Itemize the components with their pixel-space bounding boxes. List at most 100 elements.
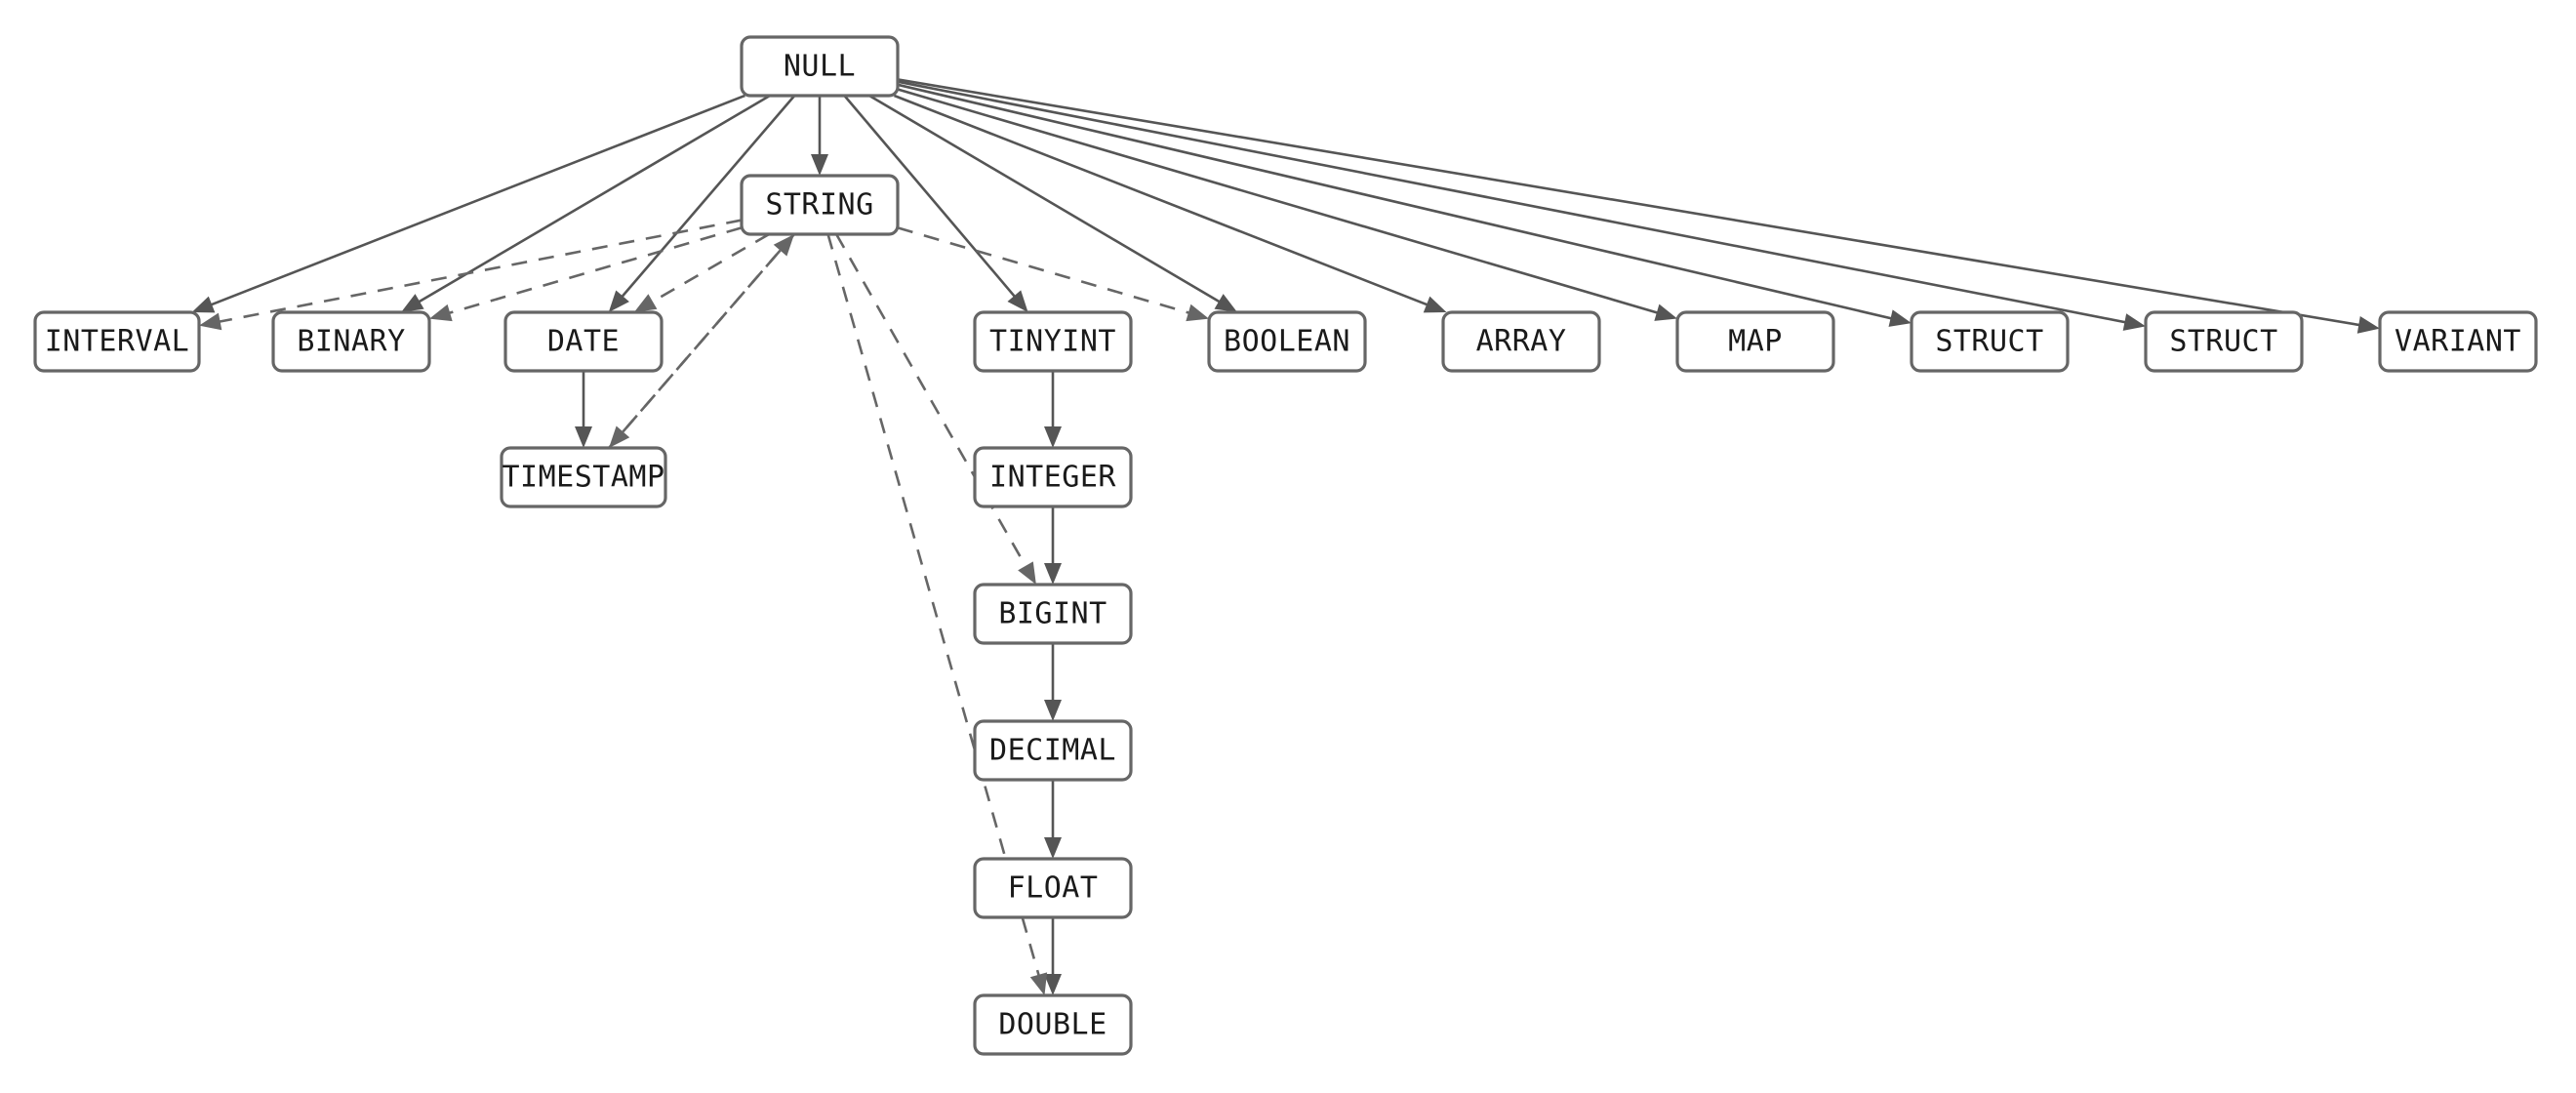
- edge-tinyint-to-integer: [1044, 371, 1062, 448]
- node-box[interactable]: [740, 174, 900, 236]
- node-box[interactable]: [973, 446, 1133, 508]
- node-timestamp[interactable]: TIMESTAMP: [500, 446, 667, 508]
- edge-bigint-to-decimal: [1044, 643, 1062, 721]
- arrowhead: [1044, 837, 1062, 859]
- edge-null-to-interval: [191, 94, 745, 313]
- node-box[interactable]: [973, 719, 1133, 782]
- edge-line: [443, 226, 743, 316]
- arrowhead: [2356, 316, 2380, 334]
- node-map[interactable]: MAP: [1675, 310, 1835, 373]
- node-box[interactable]: [740, 35, 900, 98]
- node-integer[interactable]: INTEGER: [973, 446, 1133, 508]
- arrowhead: [1044, 700, 1062, 721]
- node-box[interactable]: [1675, 310, 1835, 373]
- edge-line: [894, 94, 1433, 308]
- edge-string-to-date: [633, 232, 770, 312]
- node-box[interactable]: [503, 310, 664, 373]
- arrowhead: [401, 294, 424, 312]
- edge-null-to-date: [608, 95, 796, 312]
- node-box[interactable]: [1207, 310, 1367, 373]
- edge-string-to-interval: [199, 219, 743, 331]
- node-box[interactable]: [1910, 310, 2070, 373]
- edge-null-to-map: [897, 88, 1677, 321]
- edge-null-to-struct2: [897, 80, 2146, 331]
- arrowhead: [1214, 294, 1238, 312]
- edge-null-to-binary: [401, 94, 771, 312]
- edge-float-to-double: [1044, 917, 1062, 995]
- edge-line: [897, 226, 1195, 316]
- node-tinyint[interactable]: TINYINT: [973, 310, 1133, 373]
- edge-line: [897, 80, 2131, 325]
- arrowhead: [811, 154, 828, 176]
- node-layer: NULL STRING INTERVAL BINARY DATE TINYINT BOOLE…: [33, 35, 2538, 1056]
- node-boolean[interactable]: BOOLEAN: [1207, 310, 1367, 373]
- arrowhead: [633, 294, 658, 312]
- node-struct2[interactable]: STRUCT: [2144, 310, 2304, 373]
- edge-string-to-bigint: [834, 233, 1036, 585]
- node-box[interactable]: [1441, 310, 1601, 373]
- node-box[interactable]: [973, 583, 1133, 645]
- node-box[interactable]: [973, 310, 1133, 373]
- arrowhead: [429, 304, 453, 322]
- arrowhead: [1186, 304, 1209, 322]
- arrowhead: [1654, 304, 1677, 321]
- node-interval[interactable]: INTERVAL: [33, 310, 201, 373]
- edge-null-to-variant: [897, 78, 2380, 334]
- edge-string-to-double: [826, 233, 1048, 995]
- node-box[interactable]: [973, 993, 1133, 1056]
- edge-line: [206, 94, 745, 308]
- arrowhead: [191, 296, 216, 313]
- node-box[interactable]: [271, 310, 431, 373]
- edge-line: [843, 95, 1020, 302]
- edge-line: [826, 233, 1042, 981]
- arrowhead: [575, 426, 592, 448]
- edge-null-to-string: [811, 96, 828, 176]
- arrowhead: [1007, 290, 1028, 312]
- arrowhead: [1029, 972, 1048, 995]
- edge-line: [868, 94, 1225, 306]
- edge-date-to-timestamp: [575, 371, 592, 448]
- edge-line: [608, 245, 785, 449]
- arrowhead: [1044, 426, 1062, 448]
- edge-line: [897, 83, 1897, 321]
- arrowhead: [773, 234, 794, 257]
- arrowhead: [1423, 296, 1447, 313]
- edge-line: [897, 78, 2365, 328]
- node-double[interactable]: DOUBLE: [973, 993, 1133, 1056]
- node-array[interactable]: ARRAY: [1441, 310, 1601, 373]
- edge-line: [897, 88, 1664, 316]
- node-decimal[interactable]: DECIMAL: [973, 719, 1133, 782]
- node-box[interactable]: [2144, 310, 2304, 373]
- node-string[interactable]: STRING: [740, 174, 900, 236]
- node-box[interactable]: [500, 446, 667, 508]
- edge-null-to-struct1: [897, 83, 1912, 327]
- edge-line: [647, 232, 770, 306]
- arrowhead: [1044, 563, 1062, 585]
- edge-line: [834, 233, 1030, 572]
- node-box[interactable]: [2378, 310, 2538, 373]
- arrowhead: [1044, 974, 1062, 995]
- edge-line: [618, 95, 796, 302]
- edge-null-to-tinyint: [843, 95, 1028, 312]
- edge-integer-to-bigint: [1044, 506, 1062, 585]
- node-variant[interactable]: VARIANT: [2378, 310, 2538, 373]
- node-struct1[interactable]: STRUCT: [1910, 310, 2070, 373]
- edge-decimal-to-float: [1044, 780, 1062, 859]
- arrowhead: [1888, 309, 1912, 327]
- edge-line: [214, 219, 743, 324]
- node-float[interactable]: FLOAT: [973, 857, 1133, 919]
- node-bigint[interactable]: BIGINT: [973, 583, 1133, 645]
- node-date[interactable]: DATE: [503, 310, 664, 373]
- arrowhead: [2122, 313, 2146, 331]
- node-box[interactable]: [973, 857, 1133, 919]
- edge-string-to-binary: [429, 226, 743, 322]
- node-binary[interactable]: BINARY: [271, 310, 431, 373]
- edge-null-to-array: [894, 94, 1447, 313]
- edge-line: [414, 94, 771, 306]
- node-box[interactable]: [33, 310, 201, 373]
- edge-layer: [191, 78, 2380, 995]
- arrowhead: [1018, 561, 1036, 585]
- node-null[interactable]: NULL: [740, 35, 900, 98]
